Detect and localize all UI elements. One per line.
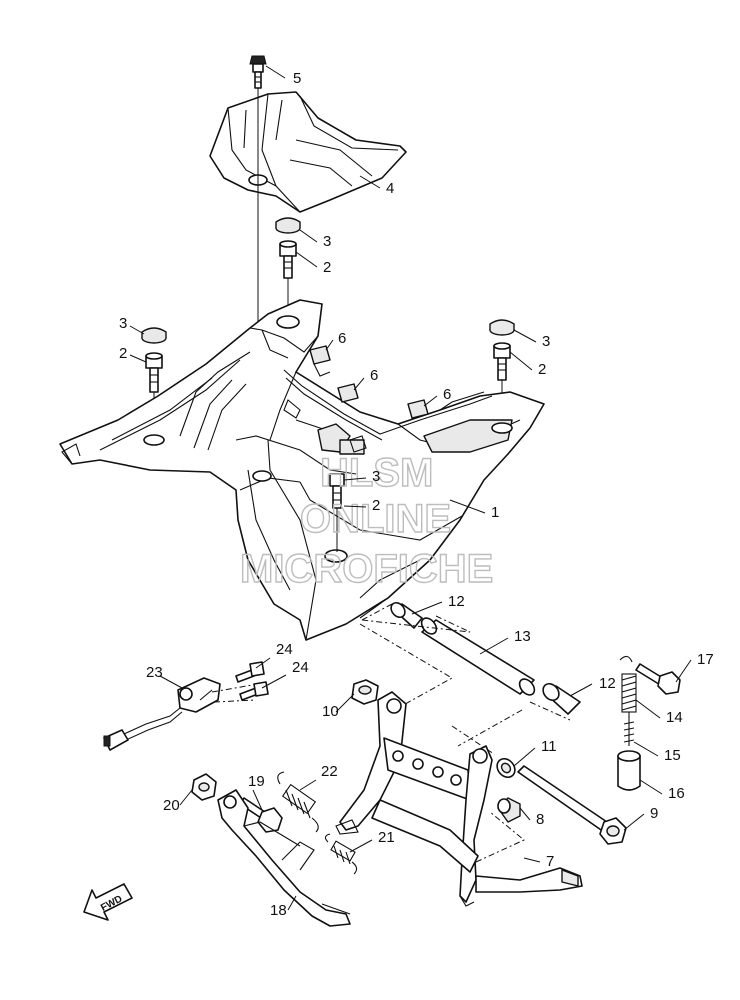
part-14-spring: [619, 655, 637, 713]
callout-c6a: 6: [338, 330, 346, 347]
callout-c3a: 3: [323, 233, 331, 250]
watermark-line-3: MICROFICHE: [240, 547, 493, 591]
callout-c7: 7: [546, 853, 554, 870]
callout-c20: 20: [163, 797, 180, 814]
callout-c8: 8: [536, 811, 544, 828]
part-21-spring: [324, 833, 358, 875]
callout-c1: 1: [491, 504, 499, 521]
callout-c23: 23: [146, 664, 163, 681]
callout-c16: 16: [668, 785, 685, 802]
fwd-arrow: FWD: [83, 883, 133, 921]
part-23-sidestand-switch: [103, 677, 221, 751]
callout-c19: 19: [248, 773, 265, 790]
callout-c14: 14: [666, 709, 683, 726]
callout-c24a: 24: [276, 641, 293, 658]
part-24-screw-1: [235, 661, 265, 683]
callout-c4: 4: [386, 180, 394, 197]
part-4-cover-panel: [209, 91, 407, 213]
part-12-bushing-right: [542, 682, 581, 715]
callout-c12a: 12: [448, 593, 465, 610]
part-20-nut: [191, 773, 217, 801]
callout-c2b: 2: [119, 345, 127, 362]
part-6-clip-2: [337, 383, 359, 403]
part-16-damper: [617, 750, 641, 791]
callout-c2d: 2: [372, 497, 380, 514]
part-22-spring: [277, 771, 319, 833]
watermark-line-1: HLSM: [320, 451, 433, 495]
callout-c17: 17: [697, 651, 714, 668]
part-11-washer: [496, 757, 516, 779]
part-2-bolt-right: [493, 342, 511, 381]
part-3-grommet-right: [489, 319, 515, 336]
callout-c11: 11: [541, 738, 557, 755]
watermark-line-2: ONLINE: [300, 497, 451, 541]
part-13-shaft: [420, 617, 536, 696]
part-1-floor-board: [59, 299, 545, 641]
callout-c24b: 24: [292, 659, 309, 676]
part-7-main-stand: [335, 691, 583, 907]
part-6-clip-1: [309, 345, 331, 377]
callout-c22: 22: [321, 763, 338, 780]
assembly-guide-12-13: [361, 603, 571, 747]
callout-c15: 15: [664, 747, 681, 764]
part-17-bolt: [635, 663, 681, 695]
callout-c5: 5: [293, 70, 301, 87]
part-3-grommet-left: [141, 327, 167, 344]
leader-lines: [129, 65, 692, 911]
callout-c12b: 12: [599, 675, 616, 692]
callout-c3c: 3: [542, 333, 550, 350]
callout-c21: 21: [378, 829, 395, 846]
part-3-grommet-top: [275, 217, 301, 234]
part-2-bolt-center: [329, 473, 345, 509]
callout-c2c: 2: [538, 361, 546, 378]
callout-c6b: 6: [370, 367, 378, 384]
part-18-side-stand: [217, 789, 351, 927]
part-5-screw: [249, 55, 267, 89]
callout-c3d: 3: [372, 468, 380, 485]
part-2-bolt-left: [145, 352, 163, 393]
part-9-pivot-bolt: [517, 765, 627, 845]
part-24-screw-2: [239, 681, 269, 701]
part-8-stopper: [497, 797, 521, 823]
part-10-nut: [351, 679, 379, 705]
callout-c10: 10: [322, 703, 339, 720]
callout-c2a: 2: [323, 259, 331, 276]
callout-c3b: 3: [119, 315, 127, 332]
part-12-bushing-left: [390, 601, 423, 629]
part-15-spring: [623, 712, 635, 746]
watermark: HLSM ONLINE MICROFICHE: [239, 450, 494, 591]
part-2-bolt-top: [279, 240, 297, 279]
callout-c6c: 6: [443, 386, 451, 403]
callout-c13: 13: [514, 628, 531, 645]
callout-c9: 9: [650, 805, 658, 822]
part-6-clip-3: [407, 399, 429, 419]
callout-c18: 18: [270, 902, 287, 919]
